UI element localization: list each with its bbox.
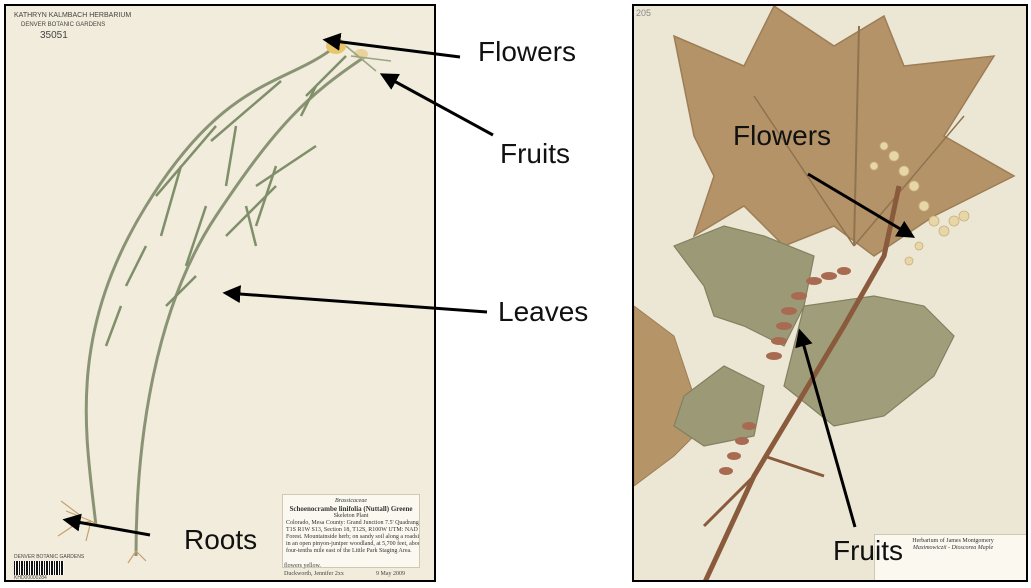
arrow-right-flowers bbox=[808, 174, 912, 236]
arrow-right-fruits bbox=[800, 332, 855, 527]
label-left-fruits: Fruits bbox=[500, 140, 570, 168]
arrow-left-roots bbox=[66, 520, 150, 535]
arrow-left-flowers bbox=[326, 40, 460, 57]
label-right-fruits: Fruits bbox=[833, 537, 903, 565]
arrow-left-leaves bbox=[226, 293, 487, 312]
arrow-left-fruits bbox=[383, 75, 493, 135]
label-right-flowers: Flowers bbox=[733, 122, 831, 150]
label-left-roots: Roots bbox=[184, 526, 257, 554]
label-left-leaves: Leaves bbox=[498, 298, 588, 326]
label-left-flowers: Flowers bbox=[478, 38, 576, 66]
